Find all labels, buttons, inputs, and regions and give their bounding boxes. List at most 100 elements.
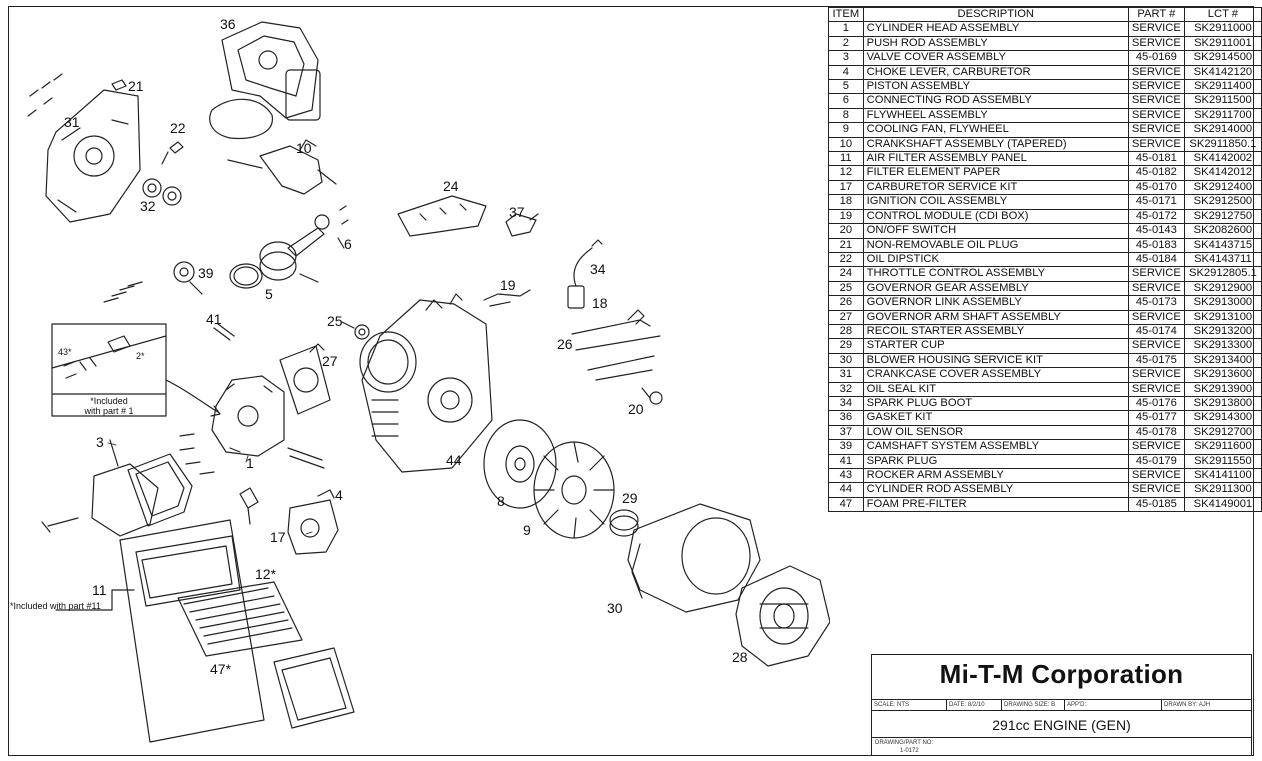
cell-lct-number: SK4142002 [1183,151,1262,167]
cell-item: 32 [828,381,864,397]
header-lct-number: LCT # [1183,6,1262,23]
part-low-oil-sensor [505,213,539,237]
cell-lct-number: SK2914000 [1183,122,1262,138]
leader-lines [107,442,313,535]
cell-description: CYLINDER ROD ASSEMBLY [862,482,1129,498]
cell-item: 19 [828,208,864,225]
part-governor-arm [309,343,325,353]
cell-lct-number: SK2913200 [1183,323,1262,340]
cell-description: AIR FILTER ASSEMBLY PANEL [862,151,1129,167]
note-line-2: with part # 1 [84,405,134,416]
callout-44: 44 [446,452,462,468]
cell-item: 27 [828,309,864,325]
drawing-part-number-row: DRAWING/PART NO: 1-0172 [872,737,1251,756]
cell-item: 30 [828,352,864,369]
cell-lct-number: SK4142012 [1183,165,1262,181]
cell-description: CAMSHAFT SYSTEM ASSEMBLY [862,439,1129,455]
cell-description: FILTER ELEMENT PAPER [862,165,1129,181]
cell-description: FLYWHEEL ASSEMBLY [862,107,1129,124]
callout-43: 43* [58,347,72,357]
cell-part-number: 45-0176 [1127,395,1185,412]
cell-part-number: 45-0143 [1127,223,1185,239]
cell-lct-number: SK2912500 [1183,194,1262,210]
company-name: Mi-T-M Corporation [939,659,1184,689]
cell-part-number: SERVICE [1127,338,1185,354]
callout-24: 24 [443,178,459,194]
callout-39: 39 [198,265,214,281]
cell-description: COOLING FAN, FLYWHEEL [862,122,1129,138]
callout-19: 19 [500,277,516,293]
callout-27: 27 [322,353,338,369]
cell-description: GOVERNOR LINK ASSEMBLY [862,295,1129,311]
cell-item: 26 [828,295,864,311]
cell-part-number: SERVICE [1127,467,1185,484]
date-field: DATE: 8/2/10 [947,700,1002,710]
cell-lct-number: SK2913000 [1183,295,1262,311]
cell-lct-number: SK2913400 [1183,352,1262,369]
header-description: DESCRIPTION [862,6,1129,23]
cell-part-number: 45-0174 [1127,323,1185,340]
cell-part-number: 45-0175 [1127,352,1185,369]
cell-item: 10 [828,136,864,153]
cell-lct-number: SK2913600 [1183,367,1262,383]
cell-item: 4 [828,64,864,81]
cell-part-number: SERVICE [1127,439,1185,455]
cell-item: 41 [828,453,864,470]
part-air-filter-assembly [55,519,355,743]
cell-part-number: SERVICE [1127,381,1185,397]
cell-part-number: SERVICE [1127,35,1185,52]
cell-lct-number: SK4149001 [1183,496,1262,513]
cell-part-number: SERVICE [1127,122,1185,138]
callout-1: 1 [246,455,254,471]
cell-lct-number: SK2912900 [1183,280,1262,297]
cell-description: RECOIL STARTER ASSEMBLY [862,323,1129,340]
cell-part-number: 45-0181 [1127,151,1185,167]
cell-lct-number: SK4142120 [1183,64,1262,81]
note-included-part-11: *Included with part #11 [10,601,101,611]
cell-part-number: SERVICE [1127,309,1185,325]
note-line-1: *Included [90,396,128,406]
inset-rocker-arm-box [51,323,221,417]
cell-description: NON-REMOVABLE OIL PLUG [862,237,1129,253]
cell-item: 47 [828,496,864,513]
cell-item: 5 [828,79,864,95]
callout-10: 10 [296,140,312,156]
scale-field: SCALE: NTS [872,700,947,710]
cell-item: 22 [828,251,864,268]
callout-9: 9 [523,522,531,538]
cell-item: 20 [828,223,864,239]
cell-description: ON/OFF SWITCH [862,223,1129,239]
cell-lct-number: SK2911600 [1183,439,1262,455]
cell-lct-number: SK2914500 [1183,50,1262,66]
cell-description: BLOWER HOUSING SERVICE KIT [862,352,1129,369]
cell-part-number: 45-0172 [1127,208,1185,225]
part-head-gasket [279,345,331,415]
title-block: Mi-T-M Corporation SCALE: NTS DATE: 8/2/… [871,654,1252,756]
callout-28: 28 [732,649,748,665]
cell-part-number: 45-0183 [1127,237,1185,253]
cell-part-number: 45-0184 [1127,251,1185,268]
header-part-number: PART # [1127,6,1185,23]
drawing-description: 291cc ENGINE (GEN) [992,717,1131,733]
callout-6: 6 [344,236,352,252]
cell-part-number: SERVICE [1127,79,1185,95]
part-oil-plug [111,79,127,91]
callout-47: 47* [210,661,232,677]
cell-description: CYLINDER HEAD ASSEMBLY [862,21,1129,37]
cell-description: CHOKE LEVER, CARBURETOR [862,64,1129,81]
